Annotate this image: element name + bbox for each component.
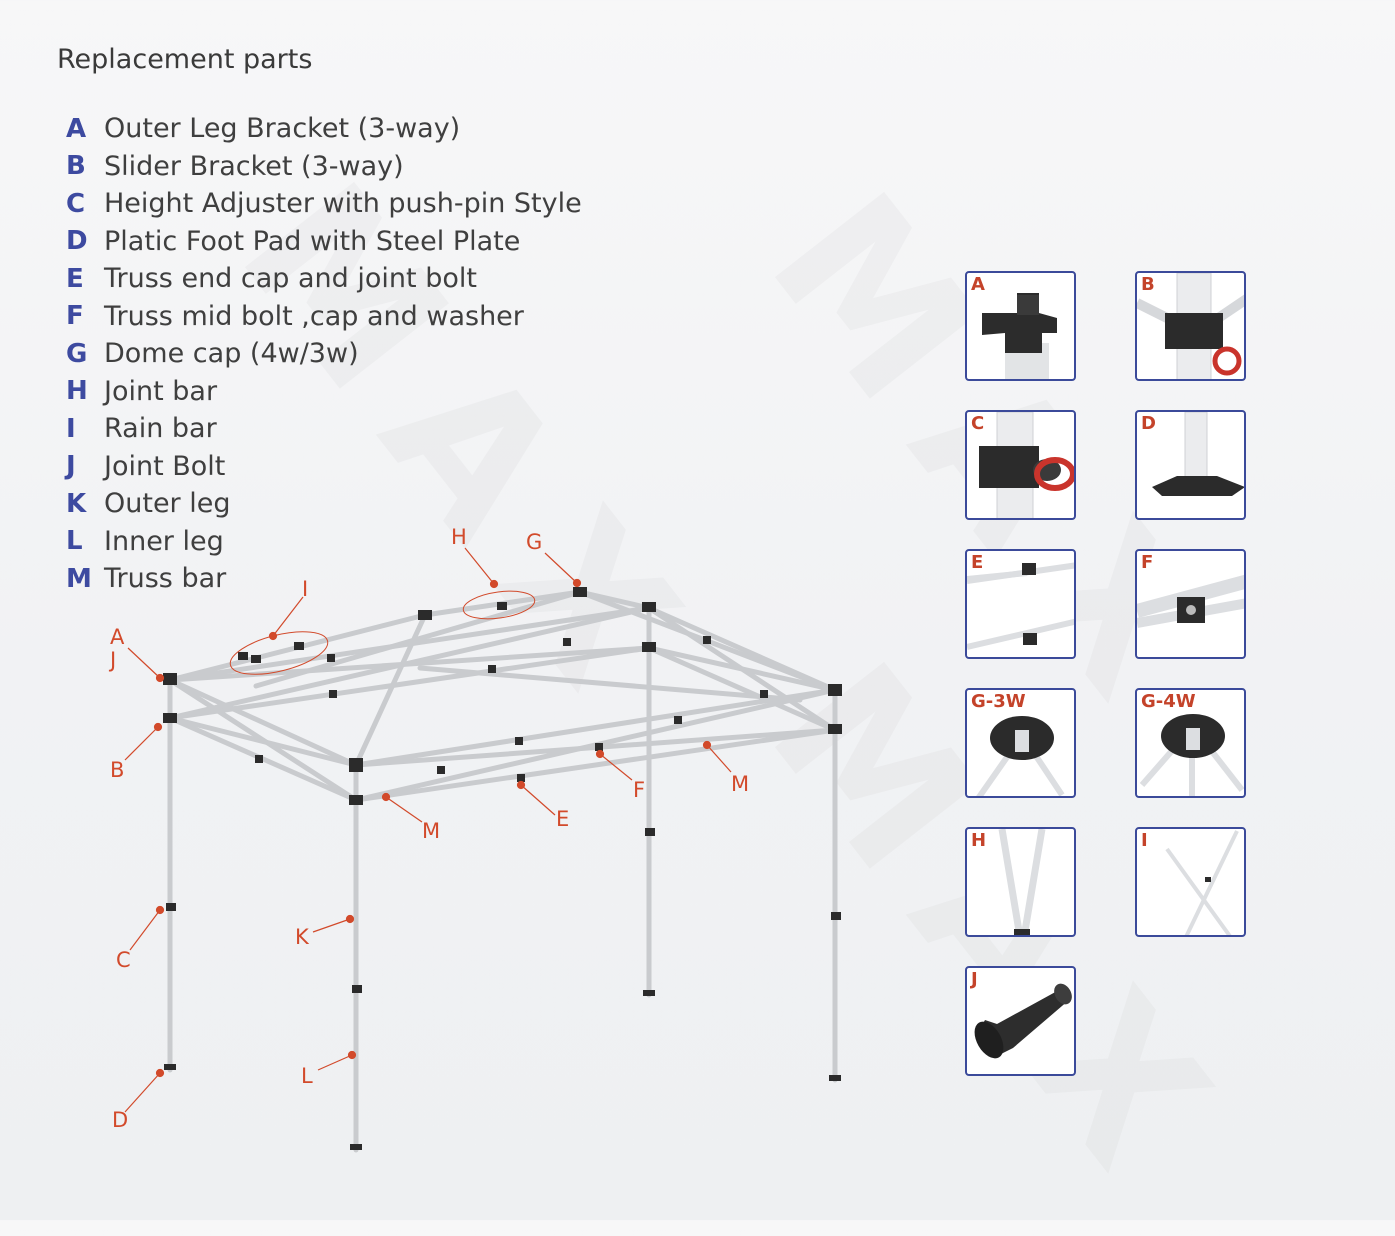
part-letter: H	[66, 376, 88, 407]
thumb-h: H	[965, 827, 1076, 937]
thumb-label: G-4W	[1141, 691, 1196, 712]
foot-pad-icon	[1152, 412, 1244, 496]
part-name: Inner leg	[104, 525, 224, 557]
thumb-d: D	[1135, 410, 1246, 520]
parts-list: A Outer Leg Bracket (3-way) B Slider Brack…	[66, 110, 582, 598]
part-letter: M	[66, 563, 92, 594]
part-item: M Truss bar	[66, 560, 582, 598]
thumb-g-3w: G-3W	[965, 688, 1076, 798]
part-item: L Inner leg	[66, 523, 582, 561]
thumb-e: E	[965, 549, 1076, 659]
part-letter: E	[66, 263, 84, 294]
page-title: Replacement parts	[57, 44, 313, 75]
callout-b: B	[110, 758, 124, 782]
callout-m-left: M	[422, 819, 440, 843]
thumb-label: J	[971, 969, 978, 990]
thumb-f: F	[1135, 549, 1246, 659]
part-item: I Rain bar	[66, 410, 582, 448]
part-item: E Truss end cap and joint bolt	[66, 260, 582, 298]
truss-end-cap-icon	[967, 562, 1074, 650]
dome-cap-4w-icon	[1139, 714, 1244, 796]
thumb-label: A	[971, 274, 985, 295]
thumb-label: D	[1141, 413, 1156, 434]
part-letter: I	[66, 413, 76, 444]
part-letter: L	[66, 526, 83, 557]
part-name: Outer Leg Bracket (3-way)	[104, 113, 461, 145]
thumb-a: A	[965, 271, 1076, 381]
part-name: Slider Bracket (3-way)	[104, 150, 404, 182]
part-item: G Dome cap (4w/3w)	[66, 335, 582, 373]
height-adjuster-icon	[979, 412, 1074, 518]
joint-bar-icon	[998, 829, 1046, 935]
thumb-label: B	[1141, 274, 1155, 295]
part-item: C Height Adjuster with push-pin Style	[66, 185, 582, 223]
part-item: K Outer leg	[66, 485, 582, 523]
thumb-j: J	[965, 966, 1076, 1076]
thumb-i: I	[1135, 827, 1246, 937]
callout-g: G	[526, 530, 542, 554]
thumb-label: G-3W	[971, 691, 1026, 712]
joint-bolt-icon	[974, 983, 1072, 1059]
part-name: Dome cap (4w/3w)	[104, 338, 359, 370]
part-letter: A	[66, 113, 87, 144]
part-name: Rain bar	[104, 413, 217, 445]
rain-bar-icon	[1165, 830, 1239, 935]
part-item: A Outer Leg Bracket (3-way)	[66, 110, 582, 148]
callout-a: A	[110, 625, 125, 649]
callout-e: E	[556, 807, 569, 831]
callout-k: K	[295, 925, 310, 949]
thumb-c: C	[965, 410, 1076, 520]
callout-i: I	[302, 577, 308, 601]
canopy-frame-diagram: A J B C D I H G M E F M K L	[108, 525, 842, 1153]
callout-h: H	[451, 525, 467, 549]
part-item: B Slider Bracket (3-way)	[66, 148, 582, 186]
outer-leg-bracket-icon	[982, 293, 1057, 379]
part-item: D Platic Foot Pad with Steel Plate	[66, 223, 582, 261]
part-item: J Joint Bolt	[66, 448, 582, 486]
part-letter: F	[66, 301, 84, 332]
part-letter: G	[66, 338, 88, 369]
part-name: Joint bar	[104, 375, 218, 407]
part-name: Truss end cap and joint bolt	[104, 263, 477, 295]
part-item: F Truss mid bolt ,cap and washer	[66, 298, 582, 336]
part-letter: C	[66, 188, 86, 219]
callout-m-right: M	[731, 772, 749, 796]
thumb-label: C	[971, 413, 985, 434]
leader-lines	[124, 547, 732, 1113]
thumb-b: B	[1135, 271, 1246, 381]
part-letter: K	[66, 488, 87, 519]
callout-d: D	[112, 1108, 128, 1132]
part-letter: D	[66, 226, 88, 257]
callout-c: C	[116, 948, 131, 972]
thumb-label: E	[971, 552, 984, 573]
thumb-g-4w: G-4W	[1135, 688, 1246, 798]
part-name: Platic Foot Pad with Steel Plate	[104, 225, 521, 257]
part-letter: J	[66, 451, 76, 482]
callout-f: F	[633, 778, 645, 802]
part-name: Truss bar	[104, 563, 227, 595]
part-name: Outer leg	[104, 488, 231, 520]
part-name: Truss mid bolt ,cap and washer	[104, 300, 524, 332]
part-name: Height Adjuster with push-pin Style	[104, 188, 582, 220]
part-item: H Joint bar	[66, 373, 582, 411]
callout-l: L	[301, 1064, 313, 1088]
joint-markers	[163, 587, 842, 1150]
frame-bars	[167, 589, 838, 1153]
dome-cap-3w-icon	[976, 716, 1065, 796]
part-letter: B	[66, 151, 86, 182]
truss-mid-bolt-icon	[1137, 574, 1244, 628]
callout-j: J	[108, 648, 116, 672]
thumb-label: I	[1141, 830, 1148, 851]
part-name: Joint Bolt	[104, 450, 226, 482]
thumb-label: F	[1141, 552, 1154, 573]
thumb-label: H	[971, 830, 987, 851]
slider-bracket-icon	[1137, 273, 1244, 379]
